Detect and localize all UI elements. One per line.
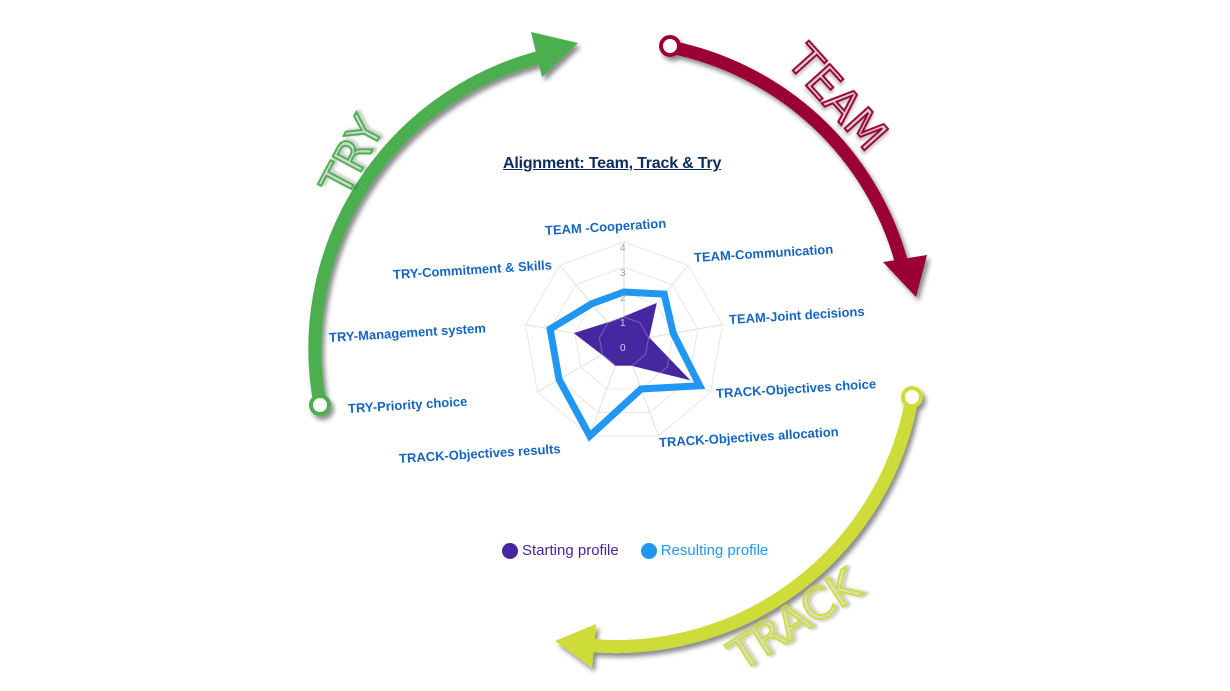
chart-legend: Starting profile Resulting profile: [502, 542, 790, 559]
try-arc: [308, 49, 547, 406]
tick-label: 1: [620, 318, 626, 329]
team-arc: [668, 40, 909, 266]
try-start-node: [309, 394, 331, 416]
grid-ring: [549, 266, 699, 413]
legend-item-starting-profile[interactable]: Starting profile: [502, 542, 619, 559]
team-start-node: [659, 35, 681, 57]
grid-ring-overlay: [574, 291, 674, 390]
legend-label: Starting profile: [522, 542, 619, 559]
legend-marker-icon: [502, 542, 518, 559]
try-arrow: [308, 32, 578, 416]
team-arrow: [659, 35, 927, 297]
series-resulting-profile: [546, 288, 706, 442]
tick-label: 3: [620, 268, 626, 279]
radar-tick-labels: 0 1 2 3 4: [620, 243, 626, 354]
grid-ring-overlay: [598, 316, 650, 366]
legend-item-resulting-profile[interactable]: Resulting profile: [640, 542, 769, 559]
track-arrowhead: [555, 624, 596, 668]
tick-label: 4: [620, 243, 626, 254]
tick-label: 0: [620, 343, 626, 354]
team-arrowhead: [883, 255, 927, 297]
try-arrowhead: [531, 32, 578, 77]
track-arrow: [555, 386, 923, 668]
legend-marker-icon: [640, 542, 657, 559]
series-starting-profile: [573, 302, 691, 381]
track-arc: [584, 396, 919, 654]
radar-series: [524, 241, 724, 442]
grid-ring: [574, 291, 674, 390]
legend-label: Resulting profile: [660, 542, 769, 559]
chart-title: Alignment: Team, Track & Try: [503, 155, 722, 172]
track-start-node: [901, 386, 923, 408]
grid-ring-overlay: [549, 266, 699, 413]
grid-ring: [524, 241, 724, 437]
tick-label: 2: [620, 293, 626, 304]
grid-ring-overlay: [524, 241, 724, 437]
